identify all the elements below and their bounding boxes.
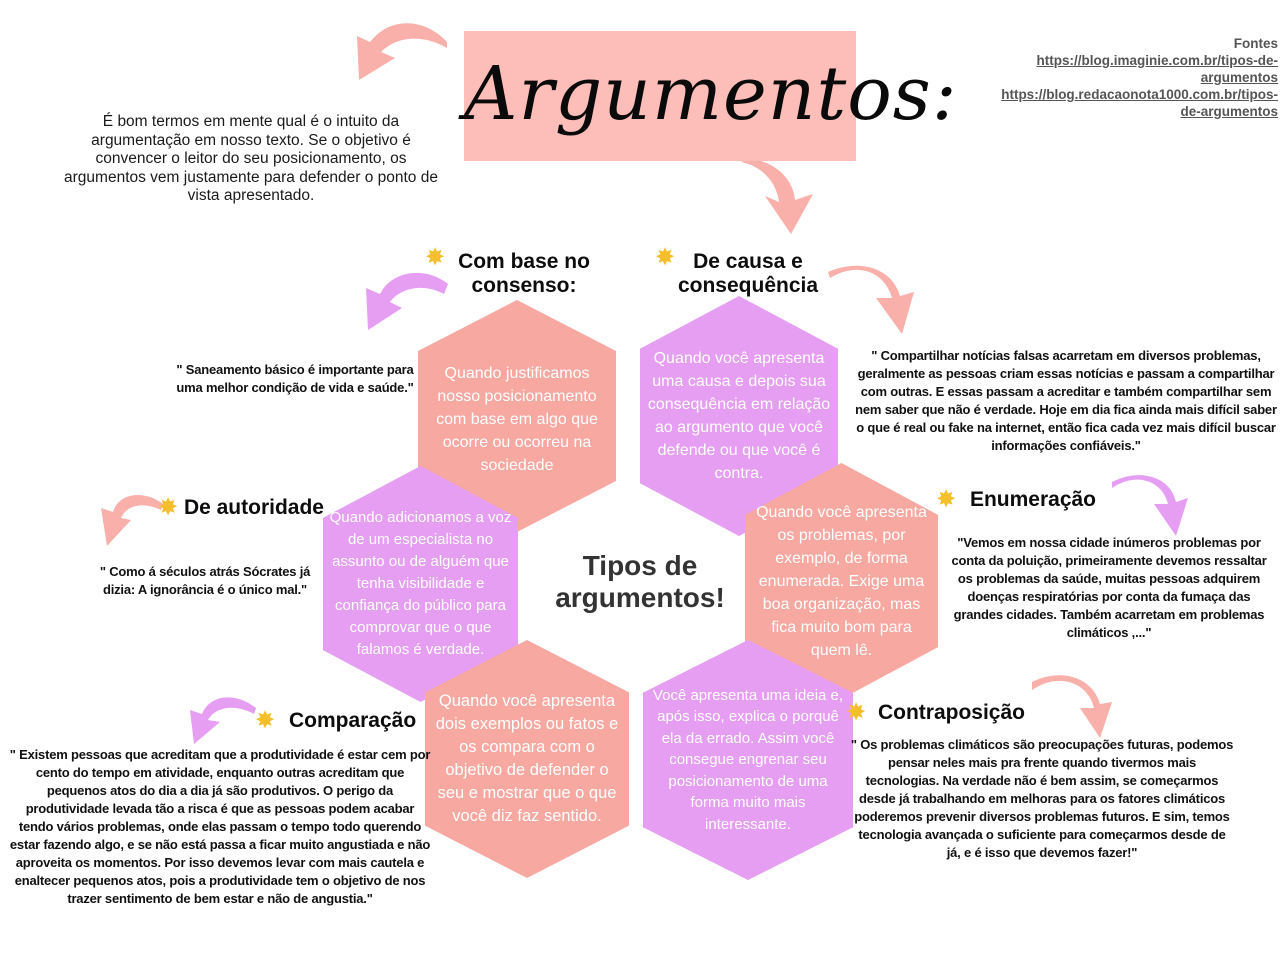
heading-consenso: ✸ Com base no consenso: [425,246,605,298]
curved-arrow-icon [357,23,447,80]
sources-title: Fontes [1233,36,1278,51]
hex-causa-consequencia-text: Quando você apresenta uma causa e depois… [647,350,831,482]
sources-block: Fontes https://blog.imaginie.com.br/tipo… [988,35,1278,120]
heading-enumeracao-label: Enumeração [969,488,1097,511]
heading-causa-consequencia: ✸ De causa e consequência [655,246,825,298]
hex-contraposicao: Você apresenta uma ideia e, após isso, e… [643,640,853,880]
title-banner: Argumentos: [464,31,958,161]
curved-arrow-icon [101,494,163,546]
curved-arrow-icon [190,697,256,744]
hex-consenso-text: Quando justificamos nosso posicionamento… [436,364,598,474]
example-causa-consequencia: " Compartilhar notícias falsas acarretam… [855,348,1277,453]
hex-contraposicao-text: Você apresenta uma ideia e, após isso, e… [652,686,844,833]
hex-enumeracao-text: Quando você apresenta os problemas, por … [756,503,927,659]
example-enumeracao: "Vemos em nossa cidade inúmeros problema… [951,535,1267,640]
star-icon: ✸ [846,699,867,726]
heading-comparacao-label: Comparação [288,709,417,732]
hex-comparacao-text: Quando você apresenta dois exemplos ou f… [435,692,619,825]
hex-causa-consequencia: Quando você apresenta uma causa e depois… [640,296,838,536]
star-icon: ✸ [255,707,276,734]
curved-arrow-icon [741,158,813,234]
star-icon: ✸ [425,244,446,271]
heading-contraposicao: ✸ Contraposição [846,701,1025,725]
curved-arrow-icon [1112,475,1188,536]
heading-comparacao: ✸ Comparação [255,709,416,733]
center-title: Tipos de argumentos! [555,550,725,613]
hex-autoridade: Quando adicionamos a voz de um especiali… [323,466,518,702]
heading-enumeracao: ✸ Enumeração [936,488,1096,512]
curved-arrow-icon [366,272,448,330]
page-title: Argumentos: [464,51,958,137]
curved-arrow-icon [828,265,914,334]
star-icon: ✸ [158,494,179,521]
heading-causa-consequencia-label: De causa e consequência [677,250,819,297]
hex-autoridade-text: Quando adicionamos a voz de um especiali… [329,509,512,658]
source-link-imaginie[interactable]: https://blog.imaginie.com.br/tipos-de-ar… [1036,53,1279,85]
heading-contraposicao-label: Contraposição [877,701,1025,724]
heading-autoridade-label: De autoridade [183,496,324,519]
intro-text: É bom termos em mente qual é o intuito d… [64,113,438,204]
heading-consenso-label: Com base no consenso: [458,250,590,297]
source-link-redacaonota1000[interactable]: https://blog.redacaonota1000.com.br/tipo… [1001,87,1278,119]
hex-comparacao: Quando você apresenta dois exemplos ou f… [425,640,629,878]
example-consenso: " Saneamento básico é importante para um… [176,362,414,395]
star-icon: ✸ [655,244,676,271]
curved-arrow-icon [1032,675,1112,738]
example-autoridade: " Como á séculos atrás Sócrates já dizia… [99,564,311,597]
star-icon: ✸ [936,486,957,513]
heading-autoridade: ✸ De autoridade [158,496,324,520]
example-contraposicao: " Os problemas climáticos são preocupaçõ… [850,737,1234,860]
example-comparacao: " Existem pessoas que acreditam que a pr… [9,747,431,906]
